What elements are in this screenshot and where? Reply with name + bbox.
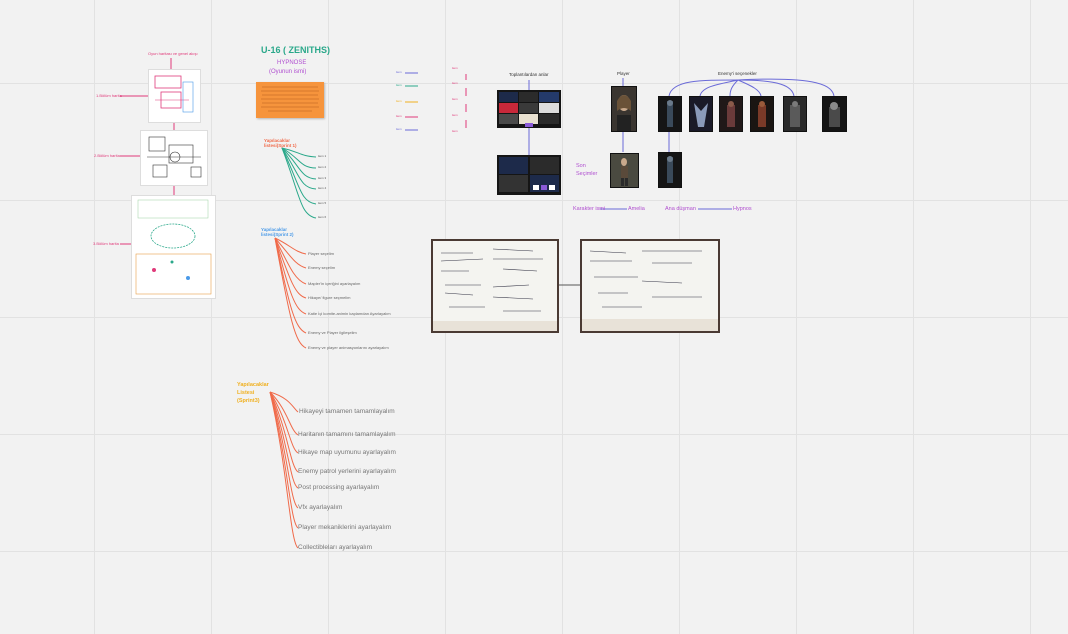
enemy-figure-5 xyxy=(784,97,806,131)
sprint3-item[interactable]: Post processing ayarlayalım xyxy=(298,484,380,491)
enemy-figure-1 xyxy=(659,97,681,131)
enemy-name: Hypnos xyxy=(733,206,752,212)
meeting-screenshot-2[interactable] xyxy=(497,155,561,195)
sprint1-header: Yapılacaklar xyxy=(264,138,291,143)
game-name: HYPNOSE xyxy=(277,60,307,66)
map-label-3: 3.Bölüm harita xyxy=(93,241,119,246)
flow-label: item xyxy=(396,70,402,74)
character-name-label: Karakter ismi xyxy=(573,206,606,212)
screens-label: Toplantılardan anlar xyxy=(509,72,549,77)
final-enemy-image[interactable] xyxy=(658,152,682,188)
map-label-1: 1.Bölüm harita xyxy=(96,93,122,98)
enemy-option-1[interactable] xyxy=(658,96,682,132)
sprint2-item[interactable]: Enemy ve player animasyonlarını ayarlaya… xyxy=(308,345,389,350)
enemy-option-4[interactable] xyxy=(750,96,774,132)
sprint3-item[interactable]: Hikaye map uyumunu ayarlayalım xyxy=(298,449,396,456)
final-enemy-figure xyxy=(659,153,681,187)
player-label: Player xyxy=(617,71,630,76)
final-player-image[interactable] xyxy=(610,153,639,188)
final-choice-label: Son xyxy=(576,163,586,169)
sprint3-header-sub: Listesi xyxy=(237,390,255,396)
sprint1-item[interactable]: item 6 xyxy=(318,215,327,219)
flow-label: item xyxy=(396,99,402,103)
board-title: U-16 ( ZENITHS) xyxy=(261,45,331,55)
sticky-note-lines xyxy=(261,86,319,112)
enemy-option-2[interactable] xyxy=(689,96,713,132)
flow-step: item xyxy=(452,66,458,70)
map-sketch-3-drawing xyxy=(135,199,212,295)
sprint2-header-sub: listesi(Sprint 2) xyxy=(261,232,294,237)
map-sketch-2[interactable] xyxy=(140,130,208,186)
whiteboard-photo-2-scribbles xyxy=(582,250,718,331)
final-choice-label-2: Seçimler xyxy=(576,171,598,177)
enemy-option-3[interactable] xyxy=(719,96,743,132)
sprint1-item[interactable]: item 2 xyxy=(318,165,327,169)
sprint1-header-sub: listesi(Sprint 1) xyxy=(264,143,297,148)
whiteboard-photo-1-scribbles xyxy=(433,248,557,331)
player-portrait xyxy=(612,87,636,131)
sprint1-item[interactable]: item 3 xyxy=(318,176,327,180)
map-flow-label: Oyun haritası ve genel akışı xyxy=(148,51,198,56)
map-sketch-1[interactable] xyxy=(148,69,201,123)
sprint3-item[interactable]: Hikayeyi tamamen tamamlayalım xyxy=(299,408,395,415)
sprint3-item[interactable]: Player mekaniklerini ayarlayalım xyxy=(298,524,392,531)
player-image[interactable] xyxy=(611,86,637,132)
enemy-name-label: Ana düşman xyxy=(665,206,696,212)
sprint3-header: Yapılacaklar xyxy=(237,382,269,388)
whiteboard-photo-1[interactable] xyxy=(431,239,559,333)
sprint2-item[interactable]: Enemy seçelim xyxy=(308,265,336,270)
map-label-2: 2.Bölüm harita xyxy=(94,153,120,158)
sprint3-item[interactable]: Haritanın tamamını tamamlayalım xyxy=(298,431,396,438)
sprint3-item[interactable]: Vfx ayarlayalım xyxy=(298,504,343,511)
enemy-option-5[interactable] xyxy=(783,96,807,132)
sprint3-item[interactable]: Collectibleları ayarlayalım xyxy=(298,544,373,551)
whiteboard-photo-2[interactable] xyxy=(580,239,720,333)
sprint2-item[interactable]: Hikaye/ figure seçmelim xyxy=(308,295,351,300)
enemy-options-label: Enemy'i seçenekler xyxy=(718,71,757,76)
enemy-figure-4 xyxy=(751,97,773,131)
flow-label: item xyxy=(396,83,402,87)
enemy-figure-3 xyxy=(720,97,742,131)
enemy-option-6[interactable] xyxy=(822,96,847,132)
sprint1-item[interactable]: item 1 xyxy=(318,154,327,158)
sprint1-item[interactable]: item 5 xyxy=(318,201,327,205)
meeting-screenshot-1-grid xyxy=(499,92,559,127)
sprint3-item[interactable]: Enemy patrol yerlerini ayarlayalım xyxy=(298,468,396,475)
flow-label: item xyxy=(396,127,402,131)
sprint2-item[interactable]: Katie İçi komite-animin kaplamdan Ayarla… xyxy=(308,311,391,316)
sprint2-item[interactable]: Player seçelim xyxy=(308,251,335,256)
sprint3-header-sprint: (Sprint3) xyxy=(237,398,260,404)
sprint2-item[interactable]: Mapler'in içeriğini ayarlayalım xyxy=(308,281,361,286)
sprint2-header: Yapılacaklar xyxy=(261,227,288,232)
flow-step: item xyxy=(452,129,458,133)
enemy-figure-2 xyxy=(690,97,712,131)
character-name: Amelia xyxy=(628,206,645,212)
final-player-figure xyxy=(611,154,638,187)
sprint1-item[interactable]: item 4 xyxy=(318,186,327,190)
meeting-screenshot-2-grid xyxy=(499,157,559,192)
map-sketch-2-drawing xyxy=(147,136,202,178)
map-sketch-1-drawing xyxy=(154,75,194,113)
enemy-figure-6 xyxy=(823,97,846,131)
sticky-note[interactable] xyxy=(256,82,324,118)
flow-step: item xyxy=(452,113,458,117)
game-name-note: (Oyunun ismi) xyxy=(269,69,307,75)
flow-step: item xyxy=(452,97,458,101)
meeting-screenshot-1[interactable] xyxy=(497,90,561,128)
flow-step: item xyxy=(452,81,458,85)
map-sketch-3[interactable] xyxy=(131,195,216,299)
sprint2-item[interactable]: Enemy ve Player ilgileşelim xyxy=(308,330,357,335)
flow-label: item xyxy=(396,114,402,118)
